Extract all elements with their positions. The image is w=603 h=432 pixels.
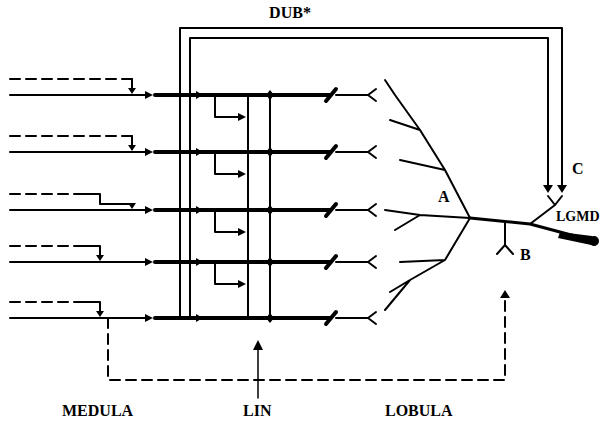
dendrite-label: C [572, 160, 584, 178]
region-label: MEDULA [62, 402, 133, 420]
dendrite-label: B [520, 246, 531, 264]
region-label: LOBULA [385, 402, 453, 420]
neuron-label: LGMD [556, 209, 600, 224]
neuron-label: LIN [243, 402, 271, 420]
dendrite-label: A [438, 188, 450, 206]
pathway-label: DUB* [269, 4, 311, 22]
